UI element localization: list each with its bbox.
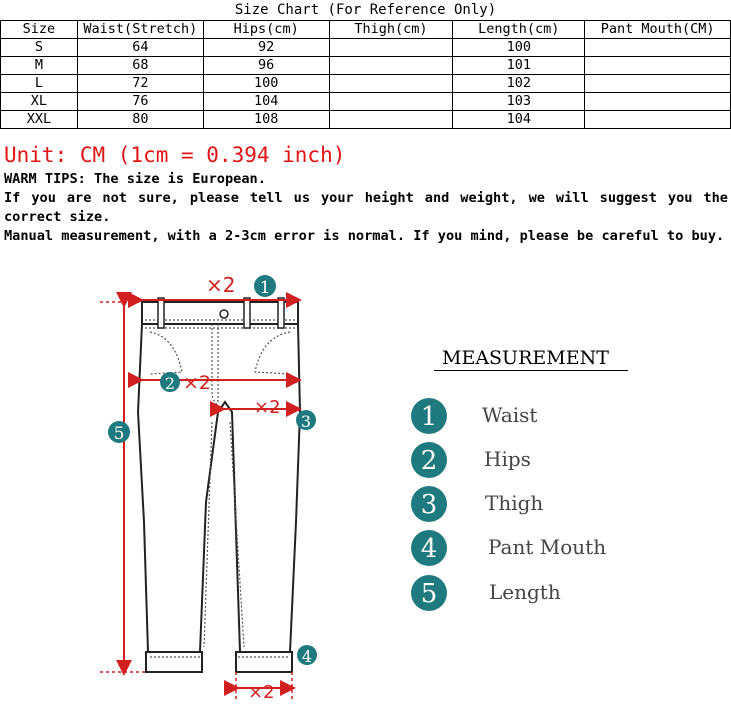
length-marker-number: 5 — [114, 424, 125, 444]
cell-thigh — [328, 92, 454, 111]
thigh-multiplier: ×2 — [254, 397, 281, 418]
svg-text:3: 3 — [421, 490, 438, 520]
cell-size: S — [0, 38, 78, 57]
legend-label-thigh: Thigh — [485, 491, 544, 515]
cell-length: 102 — [452, 74, 586, 93]
pant-mouth-marker-badge — [297, 645, 317, 665]
cell-size: M — [0, 56, 78, 75]
cell-length: 100 — [452, 38, 586, 57]
size-chart-title: Size Chart (For Reference Only) — [234, 2, 497, 18]
hips-marker-badge — [160, 372, 180, 392]
measurement-legend-title: MEASUREMENT — [434, 346, 628, 371]
cell-pant-mouth — [584, 38, 731, 57]
waist-multiplier: ×2 — [206, 273, 235, 297]
legend-label-pant-mouth: Pant Mouth — [488, 535, 607, 559]
cell-hips: 108 — [202, 110, 330, 129]
cell-pant-mouth — [584, 92, 731, 111]
legend-item-length: 5 Length — [410, 574, 670, 611]
tips-line-error: Manual measurement, with a 2-3cm error i… — [4, 228, 725, 244]
unit-conversion-note: Unit: CM (1cm = 0.394 inch) — [4, 143, 346, 167]
cell-waist: 80 — [76, 110, 204, 129]
cell-length: 101 — [452, 56, 586, 75]
waist-marker-number: 1 — [260, 278, 271, 298]
cell-thigh — [328, 38, 454, 57]
length-marker-badge — [108, 421, 130, 443]
header-waist: Waist(Stretch) — [76, 20, 204, 39]
legend-item-hips: 2 Hips — [410, 441, 670, 478]
tips-line-suggest: If you are not sure, please tell us your… — [4, 190, 728, 225]
header-length: Length(cm) — [452, 20, 586, 39]
cell-hips: 100 — [202, 74, 330, 93]
header-pant-mouth: Pant Mouth(CM) — [584, 20, 731, 39]
pants-outline — [136, 301, 302, 673]
svg-text:4: 4 — [421, 534, 438, 564]
cell-waist: 68 — [76, 56, 204, 75]
legend-item-pant-mouth: 4 Pant Mouth — [410, 529, 670, 566]
legend-item-waist: 1 Waist — [410, 397, 670, 434]
cell-pant-mouth — [584, 56, 731, 75]
cell-hips: 104 — [202, 92, 330, 111]
hips-marker-number: 2 — [165, 374, 175, 393]
cell-size: XXL — [0, 110, 78, 129]
pant-mouth-marker-number: 4 — [302, 647, 312, 666]
header-hips: Hips(cm) — [202, 20, 330, 39]
number-1-icon: 1 — [411, 398, 447, 434]
number-5-icon: 5 — [411, 575, 447, 611]
legend-label-length: Length — [489, 580, 561, 604]
number-4-icon: 4 — [411, 530, 447, 566]
size-table: Size Waist(Stretch) Hips(cm) Thigh(cm) L… — [0, 20, 731, 129]
svg-text:1: 1 — [421, 402, 438, 432]
pants-diagram: ×2 1 2 ×2 ×2 3 5 ×2 4 — [100, 273, 317, 703]
cell-size: L — [0, 74, 78, 93]
cell-thigh — [328, 110, 454, 129]
thigh-marker-number: 3 — [301, 412, 311, 431]
table-header-row: Size Waist(Stretch) Hips(cm) Thigh(cm) L… — [0, 20, 731, 39]
hips-multiplier: ×2 — [183, 372, 211, 394]
cell-pant-mouth — [584, 110, 731, 129]
cell-thigh — [328, 56, 454, 75]
number-2-icon: 2 — [411, 442, 447, 478]
cell-pant-mouth — [584, 74, 731, 93]
thigh-marker-badge — [296, 410, 316, 430]
table-row: M 68 96 101 — [0, 56, 731, 75]
legend-item-thigh: 3 Thigh — [410, 485, 670, 522]
table-row: XL 76 104 103 — [0, 92, 731, 111]
cell-length: 103 — [452, 92, 586, 111]
warm-tips: WARM TIPS: The size is European. If you … — [4, 170, 728, 246]
header-size: Size — [0, 20, 78, 39]
waist-marker-badge — [254, 275, 276, 297]
table-row: XXL 80 108 104 — [0, 110, 731, 129]
header-thigh: Thigh(cm) — [328, 20, 454, 39]
cell-waist: 72 — [76, 74, 204, 93]
number-3-icon: 3 — [411, 486, 447, 522]
cell-thigh — [328, 74, 454, 93]
cell-length: 104 — [452, 110, 586, 129]
cell-hips: 92 — [202, 38, 330, 57]
legend-label-hips: Hips — [484, 447, 531, 471]
cell-size: XL — [0, 92, 78, 111]
tips-line-european: WARM TIPS: The size is European. — [4, 171, 266, 187]
legend-label-waist: Waist — [482, 403, 538, 427]
pant-mouth-multiplier: ×2 — [248, 682, 275, 703]
table-row: S 64 92 100 — [0, 38, 731, 57]
table-row: L 72 100 102 — [0, 74, 731, 93]
pants-stitching — [145, 319, 295, 658]
cell-waist: 76 — [76, 92, 204, 111]
svg-text:2: 2 — [421, 446, 438, 476]
cell-waist: 64 — [76, 38, 204, 57]
cell-hips: 96 — [202, 56, 330, 75]
svg-text:5: 5 — [421, 579, 438, 609]
